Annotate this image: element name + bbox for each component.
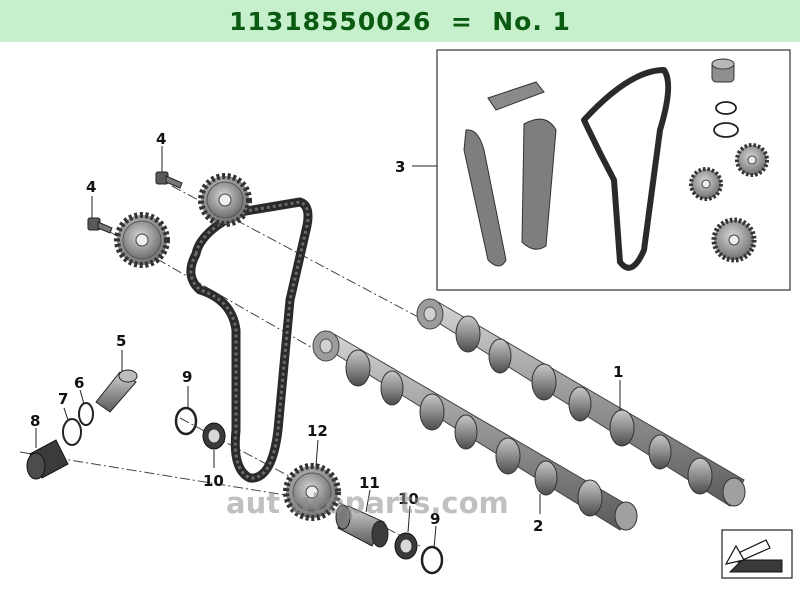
bolt-lower [87, 217, 113, 234]
number-label: No. 1 [492, 6, 571, 36]
callout-3: 3 [395, 158, 405, 176]
bearing-10-left [202, 422, 226, 450]
callout-5: 5 [116, 332, 126, 350]
inset-plug [711, 58, 735, 83]
callout-4-lower: 4 [86, 178, 96, 196]
callout-10-left: 10 [203, 472, 224, 490]
bearing-10-right [394, 532, 418, 560]
callout-12: 12 [307, 422, 328, 440]
title-bar: 11318550026 = No. 1 [0, 0, 800, 42]
seal-ring-6 [78, 402, 94, 426]
inset-chain [581, 67, 672, 271]
bolt-upper [155, 171, 183, 189]
leader-lines [35, 146, 621, 549]
callout-4-upper: 4 [156, 130, 166, 148]
inset-guide-rail-small [487, 81, 545, 111]
callout-8: 8 [30, 412, 40, 430]
inset-seal-rings [713, 101, 739, 138]
sprocket-lower [114, 212, 170, 268]
callout-10-right: 10 [398, 490, 419, 508]
callout-2: 2 [533, 517, 543, 535]
callout-1: 1 [613, 363, 623, 381]
camshaft-1 [416, 298, 746, 507]
next-arrow-icon[interactable] [721, 529, 793, 579]
watermark: aut utoparts.com [226, 486, 509, 520]
camshaft-2 [312, 330, 638, 531]
equals-sign: = [450, 6, 473, 36]
callout-11: 11 [359, 474, 380, 492]
part-number: 11318550026 [229, 6, 432, 36]
bushing-11 [335, 504, 389, 548]
part-number-title: 11318550026 = No. 1 [229, 7, 571, 36]
inset-tensioner-rail [463, 129, 507, 267]
seal-ring-7 [62, 418, 82, 446]
inset-sprocket-2 [689, 167, 723, 201]
callout-9-left: 9 [182, 368, 192, 386]
inset-sprocket-1 [735, 143, 769, 177]
inset-guide-rail [521, 118, 557, 250]
callout-9-right: 9 [430, 510, 440, 528]
inset-gear [711, 217, 757, 263]
ring-9-right [420, 545, 444, 575]
ring-9-left [174, 406, 198, 436]
callout-6: 6 [74, 374, 84, 392]
gear-12 [283, 463, 341, 521]
sprocket-upper [198, 173, 252, 227]
tensioner-piston-5 [95, 369, 138, 413]
plug-8 [26, 439, 69, 480]
callout-7: 7 [58, 390, 68, 408]
